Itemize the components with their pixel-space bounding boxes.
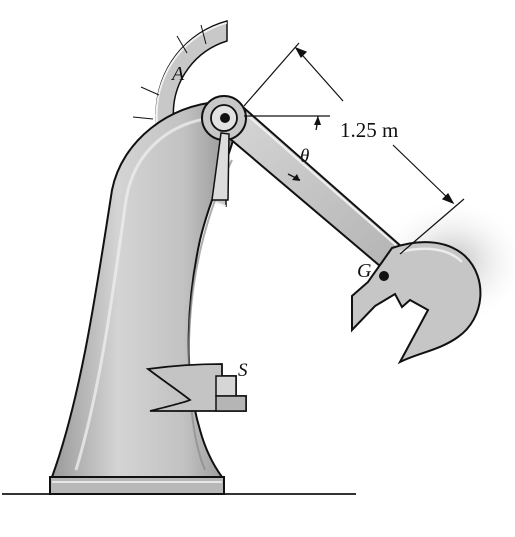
stop-block (145, 363, 247, 412)
support-body-inner-edge (187, 159, 233, 471)
base-plate (49, 476, 225, 495)
center-of-mass-dot (379, 271, 389, 281)
label-pivot: A (170, 63, 185, 85)
label-center-of-mass: G (357, 260, 372, 282)
support-body-highlight (74, 116, 213, 471)
pivot-hub (201, 95, 247, 141)
label-length: 1.25 m (340, 118, 398, 142)
hook-head-highlight (399, 247, 463, 263)
support-body (50, 100, 242, 478)
pointer (211, 132, 230, 201)
label-stop: S (238, 360, 248, 381)
length-dimension (243, 42, 465, 255)
label-angle: θ (300, 146, 309, 167)
pendulum-arm-highlight (245, 113, 399, 248)
angle-indicator (244, 115, 330, 181)
